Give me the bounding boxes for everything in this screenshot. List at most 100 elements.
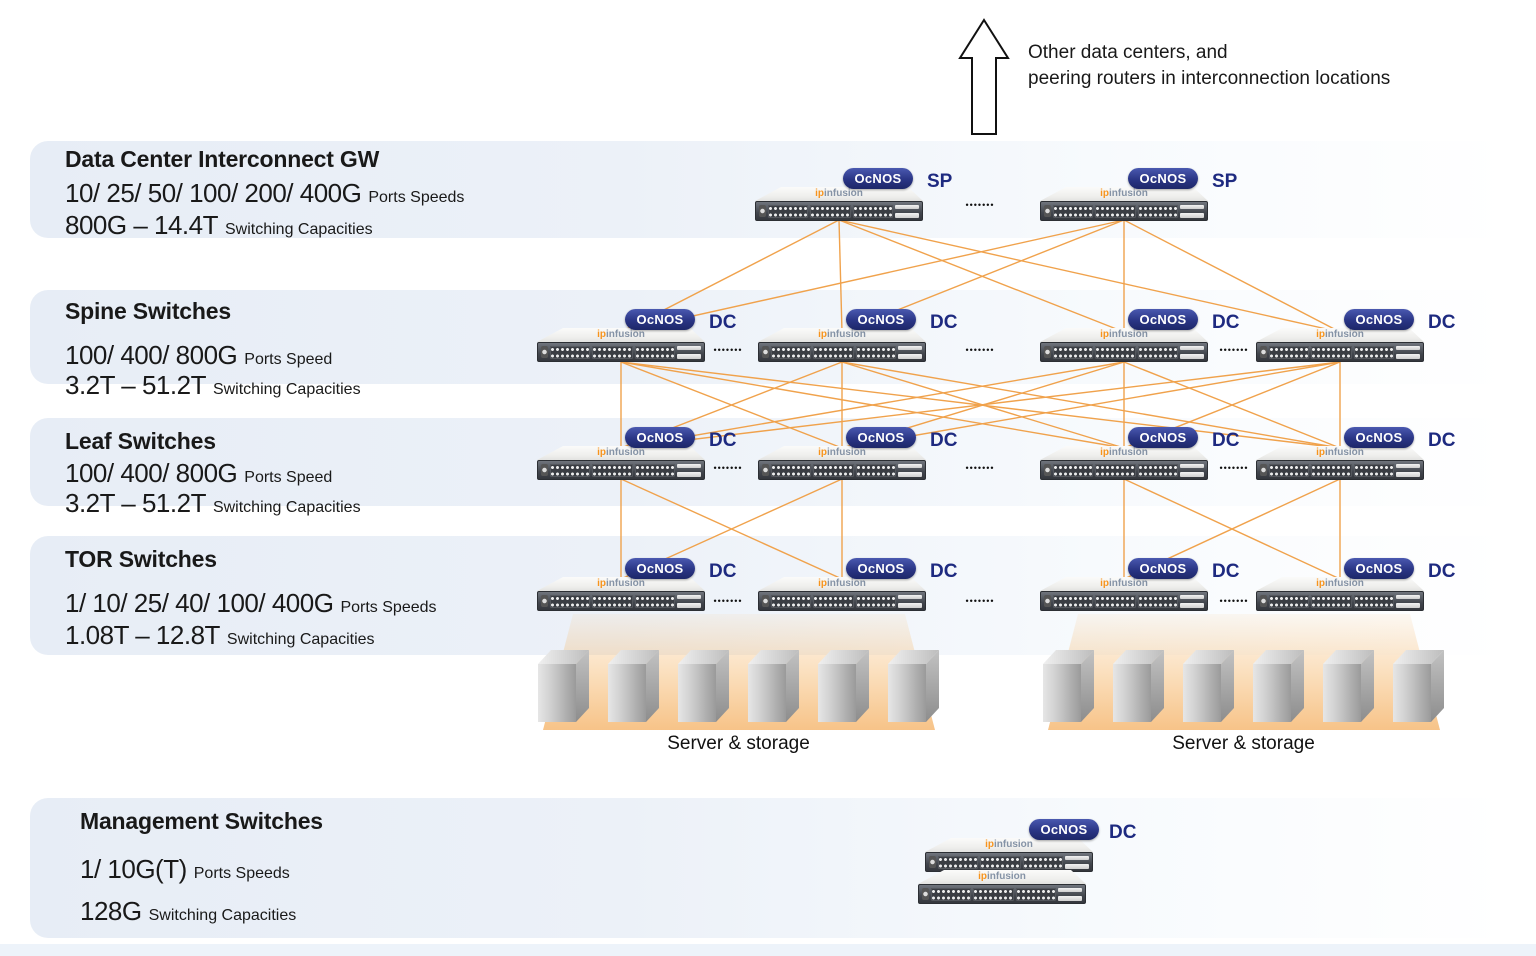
network-switch: OcNOS DC ipinfusion bbox=[758, 309, 957, 362]
switch-fan-icon bbox=[541, 595, 548, 607]
port-group-icon bbox=[852, 204, 893, 218]
ipinfusion-logo-infusion: infusion bbox=[1325, 578, 1364, 589]
port-group-icon bbox=[592, 594, 633, 608]
ipinfusion-logo: ipinfusion bbox=[918, 870, 1086, 883]
ellipsis-separator: ••••••• bbox=[1219, 345, 1249, 355]
ipinfusion-logo-infusion: infusion bbox=[1325, 447, 1364, 458]
ipinfusion-logo: ipinfusion bbox=[537, 446, 705, 459]
network-switch: OcNOS SP ipinfusion bbox=[1040, 168, 1237, 221]
management-capacity: 128G Switching Capacities bbox=[80, 896, 296, 927]
network-switch: OcNOS DC ipinfusion bbox=[537, 558, 736, 611]
switch-fan-icon bbox=[1044, 346, 1051, 358]
tor-switch-2: OcNOS DC ipinfusion bbox=[758, 558, 957, 611]
spine-title: Spine Switches bbox=[65, 298, 231, 324]
server-box bbox=[748, 650, 799, 722]
ellipsis-separator: ••••••• bbox=[965, 463, 995, 473]
port-group-icon bbox=[855, 463, 896, 477]
switch-role-tag: DC bbox=[1212, 312, 1240, 333]
port-group-icon bbox=[634, 463, 675, 477]
ocnos-badge: OcNOS bbox=[846, 309, 916, 330]
switch-front-panel bbox=[1040, 342, 1208, 362]
ipinfusion-logo-infusion: infusion bbox=[1109, 447, 1148, 458]
switch-role-tag: DC bbox=[1428, 561, 1456, 582]
switch-role-tag: SP bbox=[927, 171, 953, 192]
dci-gw-title: Data Center Interconnect GW bbox=[65, 146, 380, 172]
port-group-icon bbox=[550, 594, 591, 608]
uplink-ports-icon bbox=[1058, 888, 1082, 901]
ocnos-badge-label: OcNOS bbox=[636, 561, 684, 576]
port-group-icon bbox=[855, 594, 896, 608]
management-capacity-value: 128G bbox=[80, 896, 142, 926]
switch-fan-icon bbox=[541, 464, 548, 476]
switch-fan-icon bbox=[762, 595, 769, 607]
ocnos-badge: OcNOS bbox=[625, 558, 695, 579]
ipinfusion-logo-ip: ip bbox=[1316, 329, 1325, 340]
server-storage-group-right bbox=[1043, 650, 1444, 722]
switch-front-panel bbox=[537, 342, 705, 362]
port-group-icon bbox=[813, 345, 854, 359]
switch-top-panel: ipinfusion bbox=[918, 870, 1086, 884]
port-group-icon bbox=[973, 887, 1014, 901]
bottom-strip bbox=[0, 944, 1536, 956]
switch-fan-icon bbox=[1044, 595, 1051, 607]
spine-switch-4: OcNOS DC ipinfusion bbox=[1256, 309, 1455, 362]
ipinfusion-logo: ipinfusion bbox=[758, 446, 926, 459]
switch-front-panel bbox=[758, 460, 926, 480]
ocnos-badge: OcNOS bbox=[1029, 819, 1099, 840]
ipinfusion-logo-infusion: infusion bbox=[606, 329, 645, 340]
ipinfusion-logo-infusion: infusion bbox=[987, 871, 1026, 882]
management-capacity-label: Switching Capacities bbox=[148, 907, 297, 924]
switch-fan-icon bbox=[762, 464, 769, 476]
uplink-ports-icon bbox=[1065, 856, 1089, 869]
ipinfusion-logo-ip: ip bbox=[978, 871, 987, 882]
server-box bbox=[538, 650, 589, 722]
ocnos-badge: OcNOS bbox=[846, 558, 916, 579]
server-storage-label-right: Server & storage bbox=[1172, 733, 1315, 754]
switch-front-panel bbox=[537, 591, 705, 611]
ocnos-badge-label: OcNOS bbox=[1139, 561, 1187, 576]
ipinfusion-logo: ipinfusion bbox=[1040, 187, 1208, 200]
ipinfusion-logo-infusion: infusion bbox=[1325, 329, 1364, 340]
ellipsis-separator: ••••••• bbox=[713, 596, 743, 606]
leaf-ports-label: Ports Speed bbox=[244, 469, 333, 486]
ipinfusion-logo: ipinfusion bbox=[758, 328, 926, 341]
ipinfusion-logo-ip: ip bbox=[597, 447, 606, 458]
uplink-ports-icon bbox=[1180, 595, 1204, 608]
ipinfusion-logo-ip: ip bbox=[815, 188, 824, 199]
switch-front-panel bbox=[755, 201, 923, 221]
tor-title: TOR Switches bbox=[65, 546, 217, 572]
switch-role-tag: DC bbox=[709, 312, 737, 333]
ipinfusion-logo-infusion: infusion bbox=[824, 188, 863, 199]
ipinfusion-logo-ip: ip bbox=[818, 447, 827, 458]
switch-top-panel: ipinfusion bbox=[1256, 577, 1424, 591]
tor-switch-1: OcNOS DC ipinfusion bbox=[537, 558, 736, 611]
dci-gw-capacity-label: Switching Capacities bbox=[225, 221, 373, 238]
network-switch: OcNOS DC ipinfusion bbox=[537, 427, 736, 480]
ocnos-badge: OcNOS bbox=[1128, 558, 1198, 579]
spine-ports-value: 100/ 400/ 800G bbox=[65, 340, 238, 370]
ellipsis-separator: ••••••• bbox=[965, 596, 995, 606]
uplink-note-line2: peering routers in interconnection locat… bbox=[1028, 68, 1391, 89]
port-group-icon bbox=[771, 345, 812, 359]
ipinfusion-logo-infusion: infusion bbox=[1109, 578, 1148, 589]
ipinfusion-logo-infusion: infusion bbox=[827, 578, 866, 589]
ipinfusion-logo-ip: ip bbox=[597, 578, 606, 589]
port-group-icon bbox=[1095, 594, 1136, 608]
ellipsis-separator: ••••••• bbox=[1219, 596, 1249, 606]
switch-fan-icon bbox=[1044, 205, 1051, 217]
ellipsis-separator: ••••••• bbox=[713, 345, 743, 355]
leaf-switch-4: OcNOS DC ipinfusion bbox=[1256, 427, 1455, 480]
ocnos-badge-label: OcNOS bbox=[854, 171, 902, 186]
ocnos-badge: OcNOS bbox=[1128, 427, 1198, 448]
switch-top-panel: ipinfusion bbox=[758, 446, 926, 460]
port-group-icon bbox=[592, 345, 633, 359]
management-ports-speeds: 1/ 10G(T) Ports Speeds bbox=[80, 854, 290, 885]
spine-switch-2: OcNOS DC ipinfusion bbox=[758, 309, 957, 362]
ellipsis-separator: ••••••• bbox=[965, 200, 995, 210]
switch-fan-icon bbox=[929, 856, 936, 868]
switch-fan-icon bbox=[922, 888, 929, 900]
network-switch: OcNOS DC ipinfusion bbox=[1040, 558, 1239, 611]
tor-capacity-label: Switching Capacities bbox=[226, 631, 375, 648]
uplink-ports-icon bbox=[1180, 205, 1204, 218]
switch-front-panel bbox=[1256, 342, 1424, 362]
